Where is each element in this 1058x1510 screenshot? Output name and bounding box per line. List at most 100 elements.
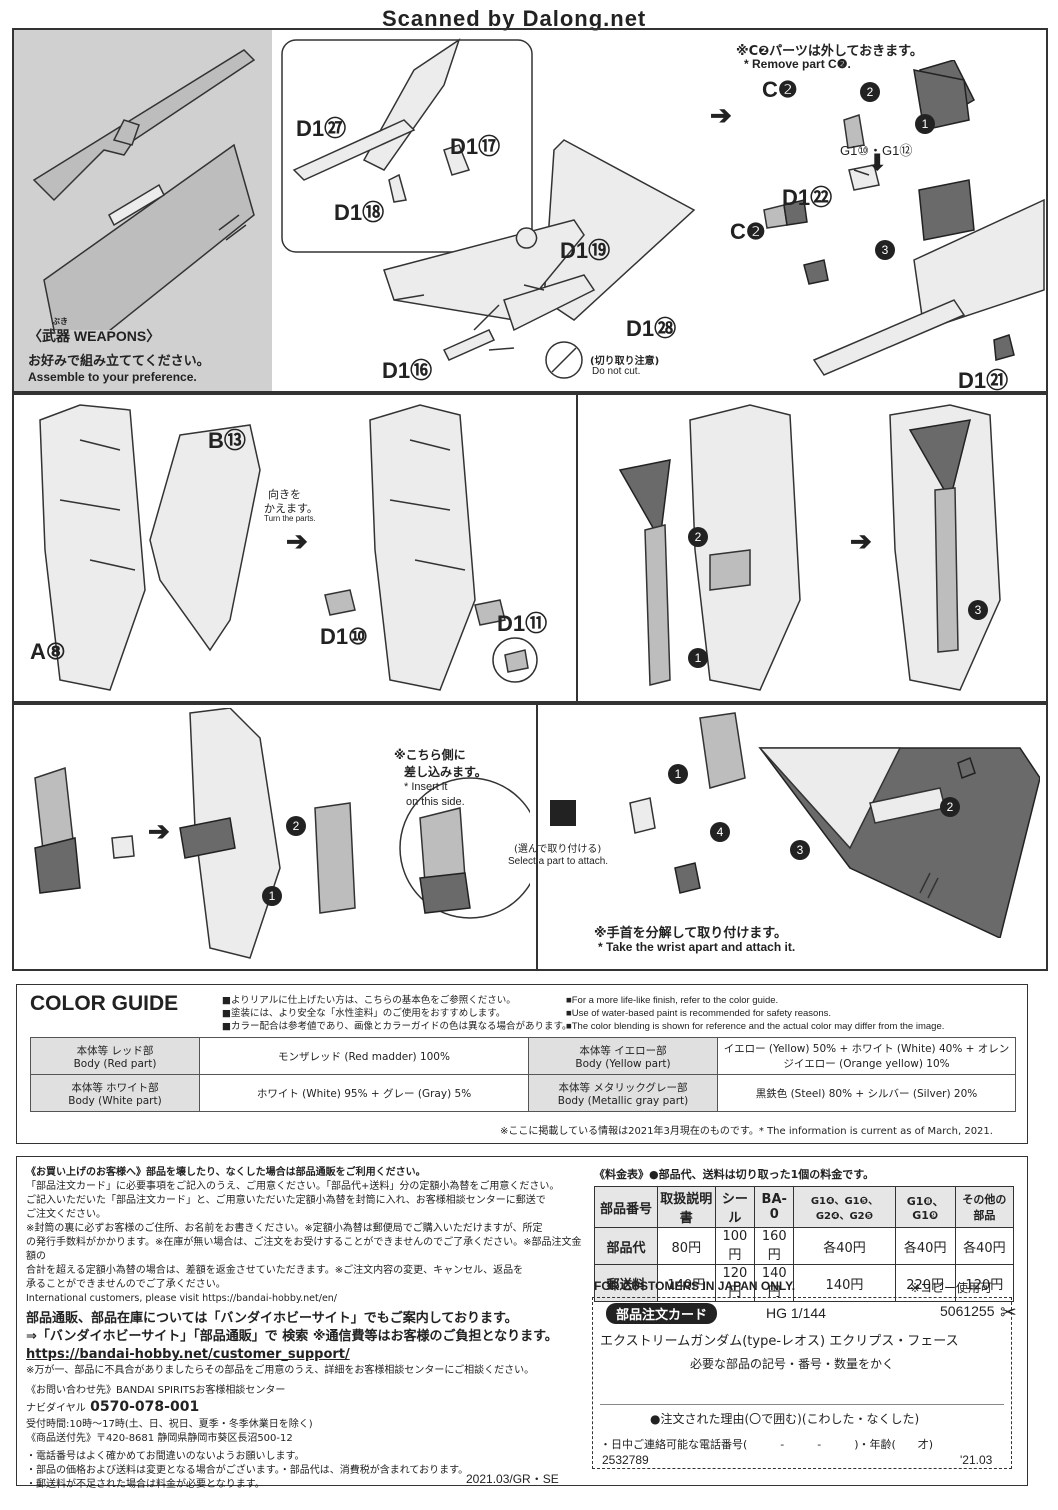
price-cell: 各40円 bbox=[894, 1227, 956, 1265]
color-guide-jp-note: ■カラー配合は参考値であり、画像とカラーガイドの色は異なる場合があります。 bbox=[222, 1021, 572, 1032]
customer-line: ご記入いただいた「部品注文カード」と、ご用意いただいた定額小為替を封筒に入れ、お… bbox=[26, 1195, 546, 1206]
cg-part-jp: 本体等 ホワイト部 bbox=[71, 1081, 159, 1094]
price-header: 取扱説明書 bbox=[657, 1186, 716, 1228]
color-guide-en-note: ■For a more life-like finish, refer to t… bbox=[566, 995, 779, 1006]
part-d1-28: D1㉘ bbox=[626, 316, 677, 341]
turn-note-en: Turn the parts. bbox=[264, 514, 316, 523]
customer-international: International customers, please visit ht… bbox=[26, 1293, 338, 1304]
rifle-assembly-illustration bbox=[281, 38, 696, 379]
order-card-phone: ・日中ご連絡可能な電話番号( - - )・年齢( 才) bbox=[600, 1438, 934, 1451]
watermark: Scanned by Dalong.net bbox=[382, 6, 647, 31]
color-guide-en-notes: ■For a more life-like finish, refer to t… bbox=[566, 994, 944, 1033]
navi-number: 0570-078-001 bbox=[90, 1399, 200, 1415]
part-d1-22: D1㉒ bbox=[782, 185, 833, 210]
weapons-title: 〈武器 WEAPONS〉 bbox=[28, 328, 161, 344]
color-guide-jp-notes: ■よりリアルに仕上げたい方は、こちらの基本色をご参照ください。 ■塗装には、より… bbox=[222, 994, 572, 1033]
copy-ok: ※コピー使用可 bbox=[910, 1281, 993, 1295]
part-d1-16: D1⑯ bbox=[382, 358, 433, 383]
weapons-note-en: Assemble to your preference. bbox=[28, 370, 197, 384]
step-circle-12: 2 bbox=[940, 797, 960, 817]
color-guide-jp-note: ■塗装には、より安全な「水性塗料」のご使用をおすすめします。 bbox=[222, 1008, 506, 1019]
step-circle-3: 3 bbox=[875, 240, 895, 260]
weapons-title-ruby: ぶき bbox=[52, 317, 68, 326]
cg-mix: 黒鉄色 (Steel) 80% + シルバー (Silver) 20% bbox=[717, 1074, 1016, 1112]
part-a8: A⑧ bbox=[30, 639, 66, 664]
row3-divider bbox=[536, 703, 538, 971]
wrist-shield-illustration bbox=[629, 712, 1040, 938]
color-guide-box bbox=[16, 984, 1028, 1144]
customer-note: ・郵送料が不足された場合は料金が必要となります。 bbox=[26, 1479, 265, 1490]
weapons-note-jp: お好みで組み立ててください。 bbox=[28, 354, 210, 369]
row2-divider bbox=[576, 393, 578, 703]
part-d1-27: D1㉗ bbox=[296, 116, 347, 141]
customer-section: 《お買い上げのお客様へ》部品を壊したり、なくした場合は部品通販をご利用ください。… bbox=[26, 1166, 586, 1492]
wrist-note-jp: ※手首を分解して取り付けます。 bbox=[594, 926, 787, 941]
table-row: 郵送料 140円 120円 140円 140円 220円 120円 bbox=[594, 1264, 1015, 1302]
order-card-input-area[interactable] bbox=[600, 1372, 1004, 1405]
step-top-band bbox=[12, 28, 1048, 393]
step-circle-5: 1 bbox=[688, 648, 708, 668]
customer-code: 2021.03/GR・SE bbox=[466, 1472, 559, 1486]
cg-mix: イエロー (Yellow) 50% + ホワイト (White) 40% + オ… bbox=[717, 1037, 1016, 1075]
cg-part-en: Body (Red part) bbox=[73, 1057, 157, 1070]
order-card-scale: HG 1/144 bbox=[766, 1305, 826, 1321]
price-cell: 140円 bbox=[657, 1264, 716, 1302]
weapons-illustration bbox=[32, 49, 256, 330]
arm-shield-illustration bbox=[34, 708, 530, 959]
turn-note-jp2: かえます。 bbox=[264, 502, 318, 515]
do-not-cut-jp: (切り取り注意) bbox=[590, 356, 660, 367]
scissors-icon: ✂ bbox=[1000, 1300, 1017, 1324]
cg-mix: ホワイト (White) 95% + グレー (Gray) 5% bbox=[199, 1074, 529, 1112]
step-arrow-1: ➔ bbox=[710, 100, 732, 130]
step-circle-1: 1 bbox=[915, 114, 935, 134]
select-icon bbox=[550, 800, 576, 826]
table-row: 部品代 80円 100円 160円 各40円 各40円 各40円 bbox=[594, 1227, 1015, 1265]
step-circle-9: 1 bbox=[668, 764, 688, 784]
price-header: シール bbox=[714, 1186, 756, 1228]
order-card-serial: 2532789 bbox=[602, 1453, 649, 1467]
customer-line: 合計を超える定額小為替の場合は、差額を返金させていただきます。※ご注文内容の変更… bbox=[26, 1265, 524, 1276]
price-cell: 100円 bbox=[714, 1227, 756, 1265]
step-arrow-4: ➔ bbox=[148, 816, 170, 846]
customer-box bbox=[16, 1156, 1028, 1486]
price-cell: 120円 bbox=[714, 1264, 756, 1302]
customer-line: の発行手数料がかかります。※在庫が無い場合は、ご注文をお受けすることができません… bbox=[26, 1237, 582, 1262]
insert-note-jp: ※こちら側に bbox=[394, 748, 466, 762]
part-d1-18: D1⑱ bbox=[334, 200, 385, 225]
select-note-jp: (選んで取り付ける) bbox=[514, 844, 602, 855]
step-arrow-3: ➔ bbox=[850, 526, 872, 556]
price-header: BA-0 bbox=[754, 1186, 795, 1228]
price-header: G1❹、G1❺、G2❹、G2❺ bbox=[793, 1186, 896, 1228]
customer-note: ・電話番号はよく確かめてお間違いのないようお願いします。 bbox=[26, 1451, 305, 1462]
order-card-instruction: 必要な部品の記号・番号・数量をかく bbox=[690, 1357, 895, 1371]
price-cell: 160円 bbox=[754, 1227, 795, 1265]
step-circle-11: 3 bbox=[790, 840, 810, 860]
cg-mix: モンザレッド (Red madder) 100% bbox=[199, 1037, 529, 1075]
part-d1-21: D1㉑ bbox=[958, 368, 1009, 393]
customer-info2[interactable]: ⇒「バンダイホビーサイト」「部品通販」で 検索 ※通信費等はお客様のご負担となり… bbox=[26, 1329, 558, 1344]
part-c2-remove: C❷ bbox=[762, 77, 798, 102]
price-cell: 80円 bbox=[657, 1227, 716, 1265]
part-d1-11: D1⑪ bbox=[497, 611, 548, 636]
color-guide-footnote: ※ここに掲載している情報は2021年3月現在のものです。* The inform… bbox=[500, 1126, 993, 1137]
cg-part-en: Body (Metallic gray part) bbox=[557, 1094, 689, 1107]
customer-support-link[interactable]: https://bandai-hobby.net/customer_suppor… bbox=[26, 1347, 350, 1362]
part-d1-17: D1⑰ bbox=[450, 134, 501, 159]
insert-note-jp2: 差し込みます。 bbox=[404, 765, 487, 779]
step-circle-2: 2 bbox=[860, 82, 880, 102]
color-guide-en-note: ■The color blending is shown for referen… bbox=[566, 1021, 945, 1032]
order-card bbox=[592, 1297, 1012, 1469]
customer-line: 「部品注文カード」に必要事項をご記入のうえ、ご用意ください。「部品代+送料」分の… bbox=[26, 1181, 560, 1192]
cg-part-jp: 本体等 レッド部 bbox=[76, 1044, 154, 1057]
step-circle-7: 2 bbox=[286, 816, 306, 836]
order-card-product: エクストリームガンダム(type-レオス) エクリプス・フェース bbox=[600, 1334, 959, 1349]
japan-only: FOR CUSTOMERS IN JAPAN ONLY. bbox=[594, 1279, 796, 1293]
step-circle-10: 4 bbox=[710, 822, 730, 842]
price-cell: 各40円 bbox=[793, 1227, 896, 1265]
turn-note-jp: 向きを bbox=[268, 488, 301, 501]
price-cell: 140円 bbox=[754, 1264, 795, 1302]
order-card-code: 5061255 bbox=[940, 1303, 995, 1319]
row3-panel bbox=[12, 703, 1048, 971]
